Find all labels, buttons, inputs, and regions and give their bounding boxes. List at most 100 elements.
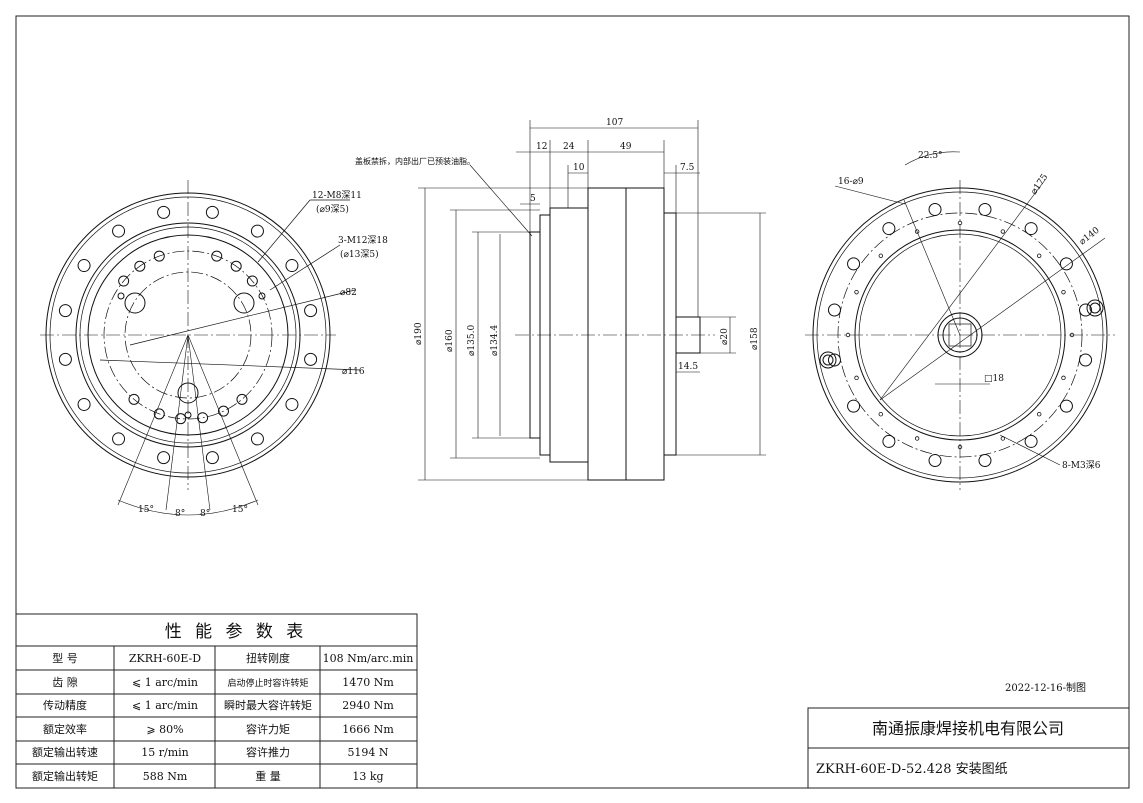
bolt-hole (304, 352, 318, 366)
tapped-hole (153, 250, 165, 262)
label-dia-190: ⌀190 (414, 322, 424, 345)
m3-hole (878, 253, 884, 259)
label-len-10: 10 (573, 163, 585, 173)
label-holes-16: 16-⌀9 (838, 177, 864, 187)
label-len-107: 107 (606, 118, 623, 128)
spec-cell: 容许推力 (246, 745, 290, 759)
spec-cell: 1470 Nm (342, 676, 394, 689)
tapped-hole (134, 260, 146, 272)
tapped-hole (236, 393, 248, 405)
bolt-hole (1079, 303, 1093, 317)
spec-cell: 108 Nm/arc.min (323, 652, 414, 665)
label-front-holes-a: 12-M8深11 (312, 190, 362, 201)
spec-cell: 型 号 (52, 651, 78, 665)
spec-cell: 扭转刚度 (246, 651, 290, 665)
spec-cell: 2940 Nm (342, 699, 394, 712)
bolt-hole (1079, 353, 1093, 367)
bolt-hole (928, 454, 942, 468)
tapped-hole (153, 408, 165, 420)
bolt-hole (112, 432, 126, 446)
label-angle-15-right: 15° (232, 505, 248, 515)
label-front-holes-a-sub: (⌀9深5) (316, 204, 349, 215)
label-angle-8-left: 8° (175, 509, 185, 519)
label-square-18: □18 (984, 374, 1004, 384)
label-len-7-5: 7.5 (680, 163, 695, 173)
m3-hole (1000, 229, 1006, 234)
spec-cell: 额定输出转速 (32, 745, 98, 759)
spec-cell: 容许力矩 (246, 722, 290, 736)
spec-cell: ⩾ 80% (146, 723, 183, 736)
bolt-hole (1059, 399, 1073, 413)
bolt-hole (157, 205, 171, 219)
spec-cell: 5194 N (347, 746, 388, 759)
m3-hole (914, 436, 920, 441)
tapped-hole (217, 405, 229, 417)
label-angle-8-right: 8° (200, 509, 210, 519)
spec-cell: ⩽ 1 arc/min (132, 676, 198, 689)
spec-cell: 瞬时最大容许转矩 (224, 698, 312, 712)
label-len-5: 5 (530, 194, 536, 204)
bolt-hole (827, 353, 841, 367)
m3-hole (1061, 289, 1066, 295)
bolt-hole (58, 352, 72, 366)
label-holes-8-m3: 8-M3深6 (1062, 460, 1101, 471)
bolt-hole (1024, 222, 1038, 236)
m3-hole (1061, 375, 1066, 381)
label-date: 2022-12-16-制图 (1005, 681, 1086, 694)
spec-cell: ZKRH-60E-D (129, 652, 201, 665)
side-view (418, 120, 766, 481)
m3-hole (1036, 253, 1042, 259)
m3-hole (914, 229, 920, 234)
label-angle-15-left: 15° (138, 505, 154, 515)
sheet-border (15, 15, 1130, 789)
m3-hole (1036, 411, 1042, 417)
spec-cell: 额定输出转矩 (32, 769, 98, 783)
bolt-hole (285, 397, 299, 411)
spec-cell: 15 r/min (141, 746, 189, 759)
drawing-number: ZKRH-60E-D-52.428 安装图纸 (816, 762, 1008, 777)
m3-hole (854, 375, 859, 381)
spec-cell: 齿 隙 (52, 675, 78, 689)
label-front-holes-b: 3-M12深18 (338, 235, 388, 246)
company-name: 南通振康焊接机电有限公司 (872, 719, 1064, 738)
bolt-hole (978, 454, 992, 468)
bolt-hole (304, 304, 318, 318)
bolt-hole (250, 224, 264, 238)
tapped-hole (128, 393, 140, 405)
label-dia-135: ⌀135.0 (467, 325, 477, 356)
tapped-hole (230, 260, 242, 272)
spec-cell: 启动停止时容许转矩 (227, 677, 308, 689)
spec-cell: 13 kg (352, 770, 383, 783)
bolt-hole (847, 399, 861, 413)
bolt-hole (205, 451, 219, 465)
m3-hole (878, 411, 884, 417)
label-dia-158: ⌀158 (750, 327, 760, 350)
spec-cell: 1666 Nm (342, 723, 394, 736)
tapped-hole (118, 275, 130, 287)
label-len-24: 24 (563, 142, 575, 152)
outer-bolt-hole-pattern (58, 205, 318, 465)
spec-cell: 588 Nm (143, 770, 188, 783)
label-dia-140: ⌀140 (1078, 225, 1102, 247)
tapped-hole (197, 412, 209, 424)
bolt-hole (882, 222, 896, 236)
spec-cell: 传动精度 (43, 698, 87, 712)
spec-table-cells: 型 号 ZKRH-60E-D 扭转刚度 108 Nm/arc.min 齿 隙 ⩽ 1 ar… (32, 651, 413, 783)
m3-hole (854, 289, 859, 295)
tapped-hole (211, 250, 223, 262)
label-len-14-5: 14.5 (678, 362, 698, 372)
inner-tapped-holes (118, 250, 258, 425)
spec-cell: ⩽ 1 arc/min (132, 699, 198, 712)
bolt-hole (1024, 434, 1038, 448)
bolt-hole (250, 432, 264, 446)
label-len-49: 49 (620, 142, 632, 152)
bolt-hole (882, 434, 896, 448)
outer-bolt-hole-pattern-16 (827, 202, 1093, 468)
bolt-hole (205, 205, 219, 219)
spec-cell: 额定效率 (43, 722, 87, 736)
bolt-hole (928, 202, 942, 216)
spec-table-title: 性 能 参 数 表 (165, 622, 308, 642)
rear-view-input-side (805, 151, 1115, 490)
bolt-hole (58, 304, 72, 318)
